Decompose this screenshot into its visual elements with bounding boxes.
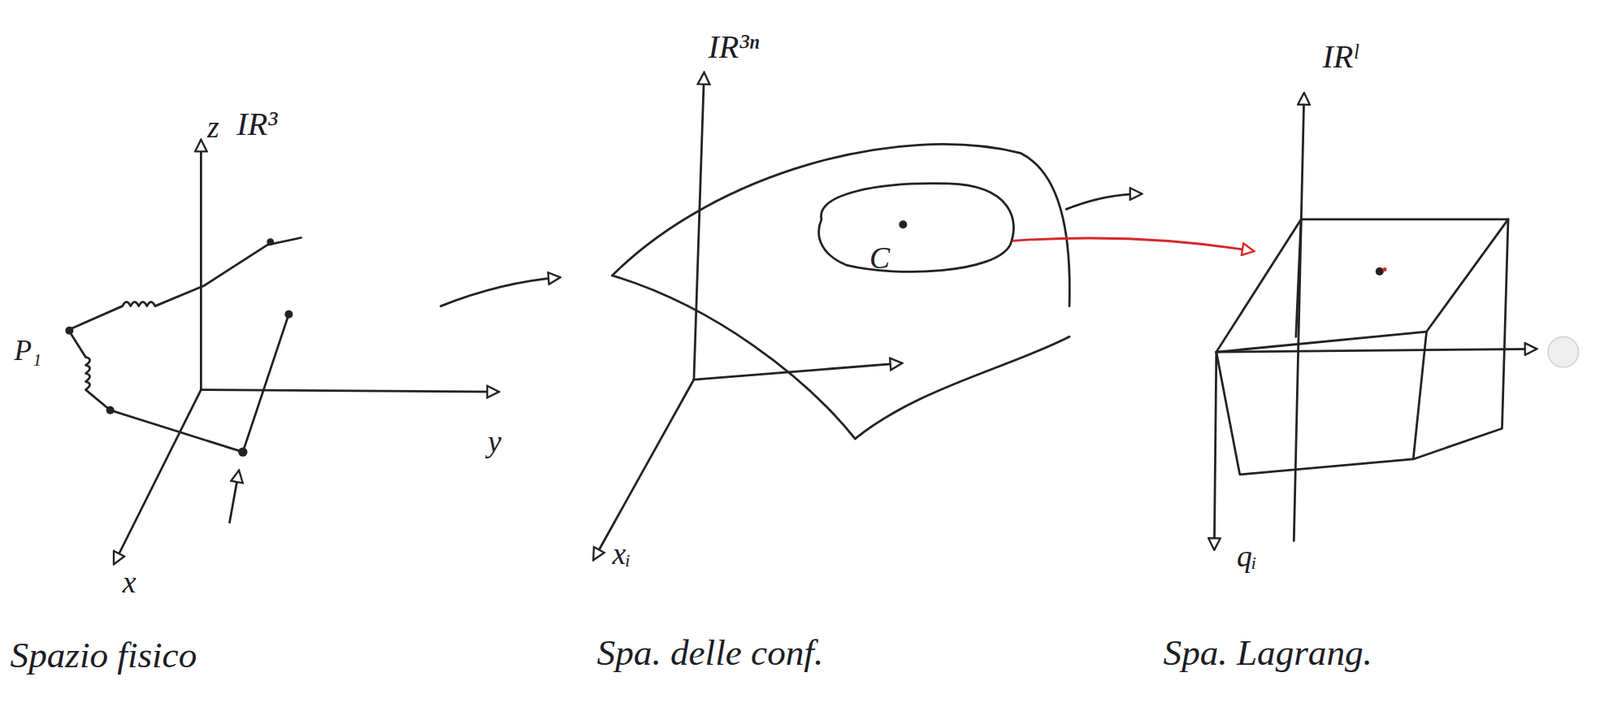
point-red <box>1383 267 1388 272</box>
point <box>106 406 115 415</box>
edge-dot <box>1547 336 1579 368</box>
axis-horizontal <box>693 363 902 380</box>
axis-y <box>200 390 498 393</box>
axis-label: qᵢ <box>1236 541 1258 573</box>
point <box>898 220 907 229</box>
region-c <box>819 183 1015 273</box>
point <box>65 326 74 335</box>
axis-label: P₁ <box>14 336 43 365</box>
point <box>266 238 274 246</box>
axis-label: C <box>869 242 890 274</box>
axis-label: IRˡ <box>1322 40 1358 74</box>
axis-q <box>1214 351 1217 549</box>
surface <box>854 336 1070 439</box>
spring-1 <box>71 238 302 330</box>
surface <box>611 275 855 439</box>
axis-label: z <box>207 112 220 144</box>
box-edge <box>1413 331 1427 460</box>
map-arrow <box>440 277 560 306</box>
red-arrow <box>1012 238 1254 252</box>
axis-label: y <box>487 426 502 458</box>
axis-label: x <box>122 567 137 599</box>
point <box>238 447 248 457</box>
panel-caption: Spa. delle conf. <box>597 634 824 672</box>
force-arrow <box>229 471 239 523</box>
surface <box>611 143 1070 306</box>
axis-vertical <box>1293 94 1305 542</box>
axis-label: IR³ <box>236 108 278 141</box>
axis-label: xᵢ <box>611 538 631 570</box>
axis-label: IR³ⁿ <box>707 30 759 64</box>
axis-vertical <box>693 73 705 380</box>
box-edge <box>1216 219 1509 475</box>
panel-caption: Spa. Lagrang. <box>1163 634 1373 672</box>
box-edge <box>1216 219 1509 352</box>
panel-caption: Spazio fisico <box>10 637 198 674</box>
spring-2 <box>71 334 111 411</box>
map-arrow <box>1066 194 1141 210</box>
rod <box>110 314 290 452</box>
axis-z <box>199 140 203 390</box>
axis-horizontal <box>1216 348 1536 352</box>
axis-x <box>594 379 694 560</box>
point <box>1375 267 1384 276</box>
point <box>284 310 293 319</box>
box-edge <box>1296 219 1301 337</box>
